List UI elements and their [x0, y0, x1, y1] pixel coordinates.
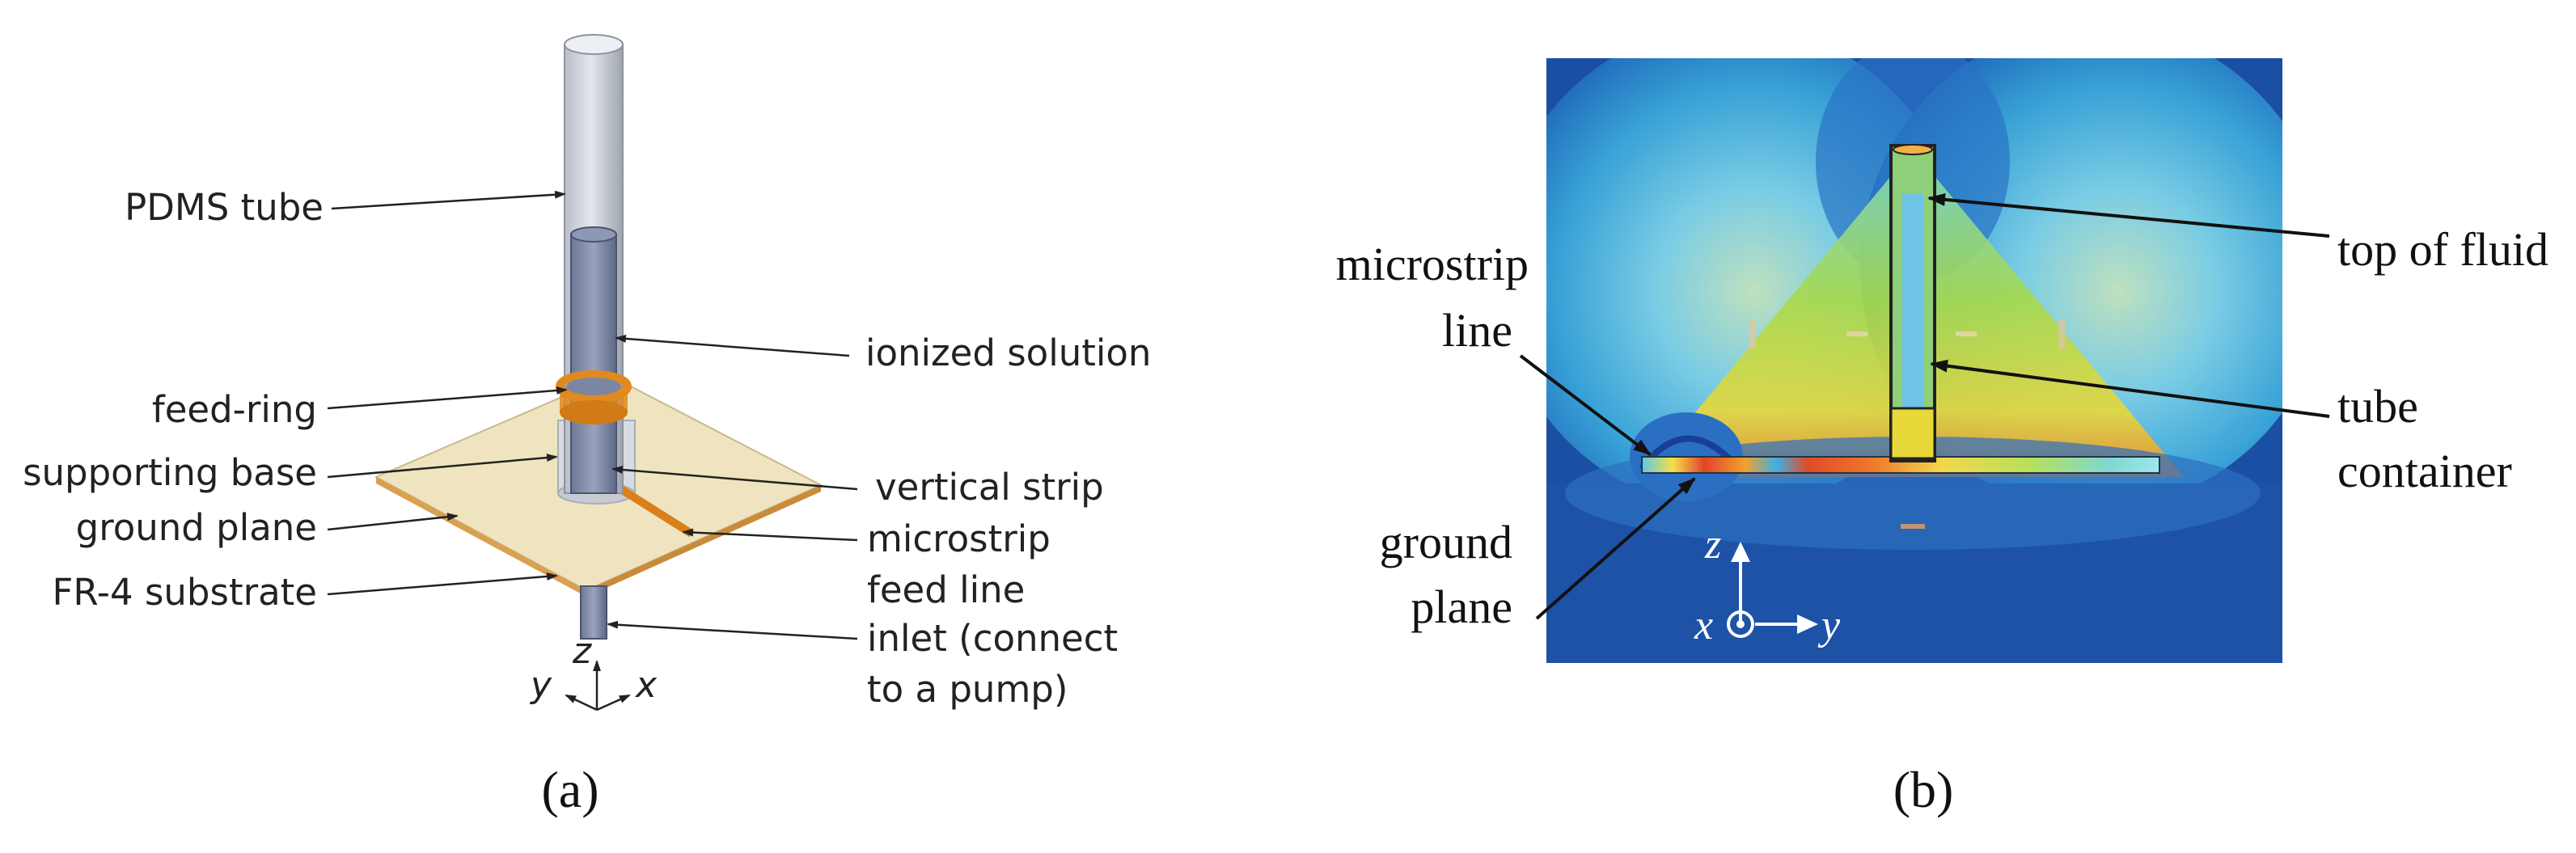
- label-ground-b: ground: [1380, 516, 1512, 568]
- label-tube: tube: [2337, 380, 2418, 433]
- axis-a-x: x: [634, 665, 658, 706]
- label-microstrip-b: microstrip: [1336, 238, 1529, 290]
- axis-b-y: y: [1817, 602, 1841, 648]
- label-vertical-strip: vertical strip: [875, 466, 1104, 509]
- label-plane-b: plane: [1411, 581, 1512, 633]
- label-feed-line: feed line: [867, 568, 1025, 611]
- label-ionized-solution: ionized solution: [865, 331, 1151, 374]
- panel-a: PDMS tube ionized solution feed-ring sup…: [23, 34, 1151, 818]
- label-ground-plane: ground plane: [76, 506, 317, 549]
- label-supporting-base: supporting base: [23, 451, 317, 494]
- label-inlet-line2: to a pump): [867, 668, 1068, 711]
- label-inlet-line1: inlet (connect: [867, 617, 1118, 660]
- panel-b: z x y top of fluid microstrip line tube …: [1336, 58, 2549, 818]
- label-pdms-tube: PDMS tube: [125, 186, 324, 229]
- inlet-tube: [580, 585, 607, 640]
- label-line-b: line: [1442, 304, 1512, 357]
- panel-b-arrows: [1519, 192, 2330, 620]
- label-microstrip: microstrip: [867, 517, 1051, 560]
- ionized-solution-column: [570, 226, 617, 494]
- axis-a-z: z: [572, 631, 592, 672]
- label-fr4-substrate: FR-4 substrate: [52, 571, 317, 614]
- label-top-of-fluid: top of fluid: [2337, 223, 2549, 276]
- panel-a-arrows: [327, 190, 858, 640]
- caption-a: (a): [541, 761, 599, 818]
- axis-a-y: y: [529, 665, 552, 706]
- panel-a-axis-triad: [565, 660, 631, 712]
- axis-b-z: z: [1704, 522, 1721, 568]
- label-feed-ring: feed-ring: [152, 388, 317, 431]
- label-container: container: [2337, 445, 2512, 497]
- panel-b-axis-triad: [1727, 542, 1818, 638]
- axis-b-x: x: [1694, 602, 1713, 648]
- field-plot: [1546, 58, 2282, 663]
- caption-b: (b): [1893, 761, 1954, 818]
- feed-ring: [556, 370, 632, 424]
